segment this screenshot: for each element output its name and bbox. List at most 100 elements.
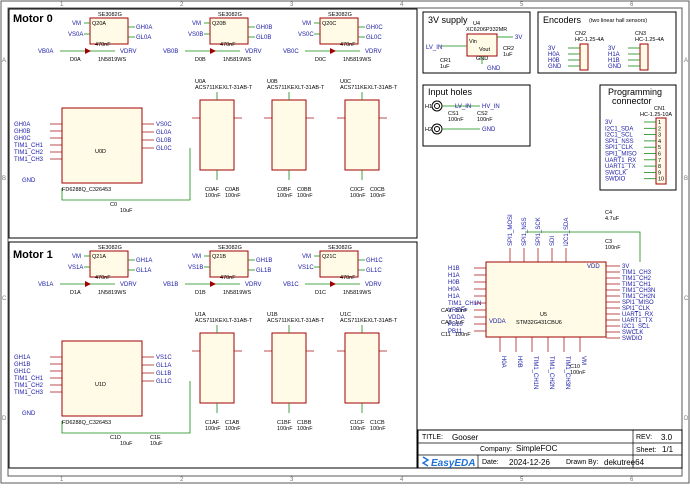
motor1-driver-in-2: GH1C [14, 369, 31, 375]
motor1-sensor-body-2 [344, 332, 380, 404]
prog-pin-6: UART1_RX [605, 158, 636, 164]
grid-col-bottom-6: 6 [630, 477, 634, 483]
grid-col-bottom-1: 1 [60, 477, 64, 483]
mcu-left-net-7: VDDA [448, 315, 465, 321]
motor1-sensor-ref-2: U1C [340, 312, 351, 318]
grid-col-top-4: 4 [400, 2, 404, 8]
prog-pin-num-8: 9 [658, 170, 661, 176]
motor0-circuit: SE3082GQ20AVMVS0AGH0AGL0ASE3082GQ20BVMVS… [14, 12, 398, 214]
motor0-sensor-cap2-val-1: 100nF [297, 193, 313, 199]
mcu-left-net-2: H0B [448, 280, 460, 286]
motor0-diode-ref-2: D0C [315, 57, 326, 63]
motor1-gate-outh-1: GH1B [256, 258, 272, 264]
inner-frame [7, 7, 683, 477]
motor1-sensor-part-2: ACS711KEXLT-31AB-T [340, 318, 398, 324]
grid-col-top-2: 2 [180, 2, 184, 8]
motor1-gate-vm-0: VM [72, 254, 81, 260]
motor0-sensor-part-2: ACS711KEXLT-31AB-T [340, 85, 398, 91]
input-cap1: CS1 [448, 111, 459, 117]
input-cap2: CS2 [477, 111, 488, 117]
hole-h2-label: H2 [425, 127, 432, 133]
mcu-cap-top: C4 [605, 210, 612, 216]
motor1-gate-vm-2: VM [302, 254, 311, 260]
motor1-gate-outh-0: GH1A [136, 258, 152, 264]
motor0-sensor-cap-1: C0BF [277, 187, 292, 193]
motor0-driver-in-1: GH0B [14, 129, 30, 135]
prog-pin-num-0: 1 [658, 120, 661, 126]
grid-row-left-C: C [2, 296, 7, 302]
supply-input-net: LV_IN [426, 45, 442, 51]
motor1-sensor-cap2-1: C1BB [297, 420, 312, 426]
mcu-right-net-12: SWDIO [622, 336, 643, 342]
mcu-left-net-8: PB10 [448, 322, 463, 328]
regulator-part: XC6206P332MR [466, 27, 507, 33]
motor1-diode-ref-0: D1A [70, 290, 81, 296]
mcu-bottom-net-5: VM [580, 356, 586, 365]
motor0-sensor-cap2-1: C0BB [297, 187, 312, 193]
prog-pin-2: I2C1_SCL [605, 133, 633, 139]
mcu-body [485, 261, 607, 338]
prog-pin-5: SPI1_MISO [605, 152, 637, 158]
motor1-bootstrap-net-0: VB1A [38, 282, 53, 288]
motor0-diode-part-0: 1N5819WS [98, 57, 126, 63]
mcu-left-net-5: TIM1_CH1N [448, 301, 481, 307]
motor0-driver-in-2: GH0C [14, 136, 31, 142]
mcu-right-net-8: UART1_RX [622, 312, 653, 318]
motor1-sensor-cap2-val-1: 100nF [297, 426, 313, 432]
sheet-label: Sheet: [636, 447, 656, 454]
title-value: Gooser [452, 433, 479, 442]
mcu-right-net-9: UART1_TX [622, 318, 653, 324]
motor0-diode-icon-2 [330, 48, 336, 54]
motor1-diode-part-0: 1N5819WS [98, 290, 126, 296]
motor0-gate-part-2: SE3082G [328, 12, 352, 18]
encoders-section [537, 11, 677, 74]
motor1-circuit: SE3082GQ21AVMVS1AGH1AGL1ASE3082GQ21BVMVS… [14, 245, 398, 447]
motor1-sensor-part-1: ACS711KEXLT-31AB-T [267, 318, 325, 324]
motor0-driver-part: FD6288Q_C326453 [62, 187, 111, 193]
grid-col-bottom-2: 2 [180, 477, 184, 483]
mcu-right-net-10: I2C1_SCL [622, 324, 650, 330]
motor0-bootstrap-net-2: VB0C [283, 49, 299, 55]
encoder-1-pin-1: H1A [608, 52, 620, 58]
motor1-driver-gnd: GND [22, 411, 36, 417]
mcu-right-net-7: SPI1_CLK [622, 306, 650, 312]
motor0-gate-vm-1: VM [192, 21, 201, 27]
mcu-right-net-3: TIM1_CH1 [622, 282, 652, 288]
date-value: 2024-12-26 [509, 458, 550, 467]
motor0-section [8, 8, 418, 239]
supply-section [422, 11, 531, 74]
mcu-right-net-2: TIM1_CH2 [622, 276, 652, 282]
motor1-driver-out-3: GL1C [156, 379, 172, 385]
motor1-sensor-body-0 [199, 332, 235, 404]
motor1-diode-ref-1: D1B [195, 290, 206, 296]
grid-row-left-A: A [2, 58, 6, 64]
prog-pin-9: SWDIO [605, 177, 626, 183]
prog-pin-num-3: 4 [658, 139, 661, 145]
mcu-bottom-net-3: TIM1_CH2N [548, 356, 554, 389]
motor1-driver-out-1: GL1A [156, 363, 171, 369]
motor1-bootstrap-net-1: VB1B [163, 282, 178, 288]
company-value: SimpleFOC [516, 444, 558, 453]
supply-cap-out: CR2 [503, 46, 514, 52]
encoder-body-1 [639, 43, 649, 71]
motor0-diode-part-2: 1N5819WS [343, 57, 371, 63]
motor0-driver-out-2: GL0B [156, 138, 171, 144]
motor1-gate-outl-2: GL1C [366, 268, 382, 274]
hole-h1-icon [431, 100, 443, 112]
motor1-driver-body [61, 340, 143, 417]
motor0-driver-ref: U0D [95, 149, 106, 155]
motor1-driver-in-4: TIM1_CH2 [14, 383, 44, 389]
motor1-sensor-cap-2: C1CF [350, 420, 365, 426]
easyeda-logo-text: EasyEDA [431, 458, 475, 469]
motor0-bootcap-0: 470nF [95, 42, 111, 48]
motor1-gate-in-1: VS1B [188, 265, 203, 271]
prog-pin-num-2: 3 [658, 133, 661, 139]
supply-title: 3V supply [428, 15, 468, 25]
